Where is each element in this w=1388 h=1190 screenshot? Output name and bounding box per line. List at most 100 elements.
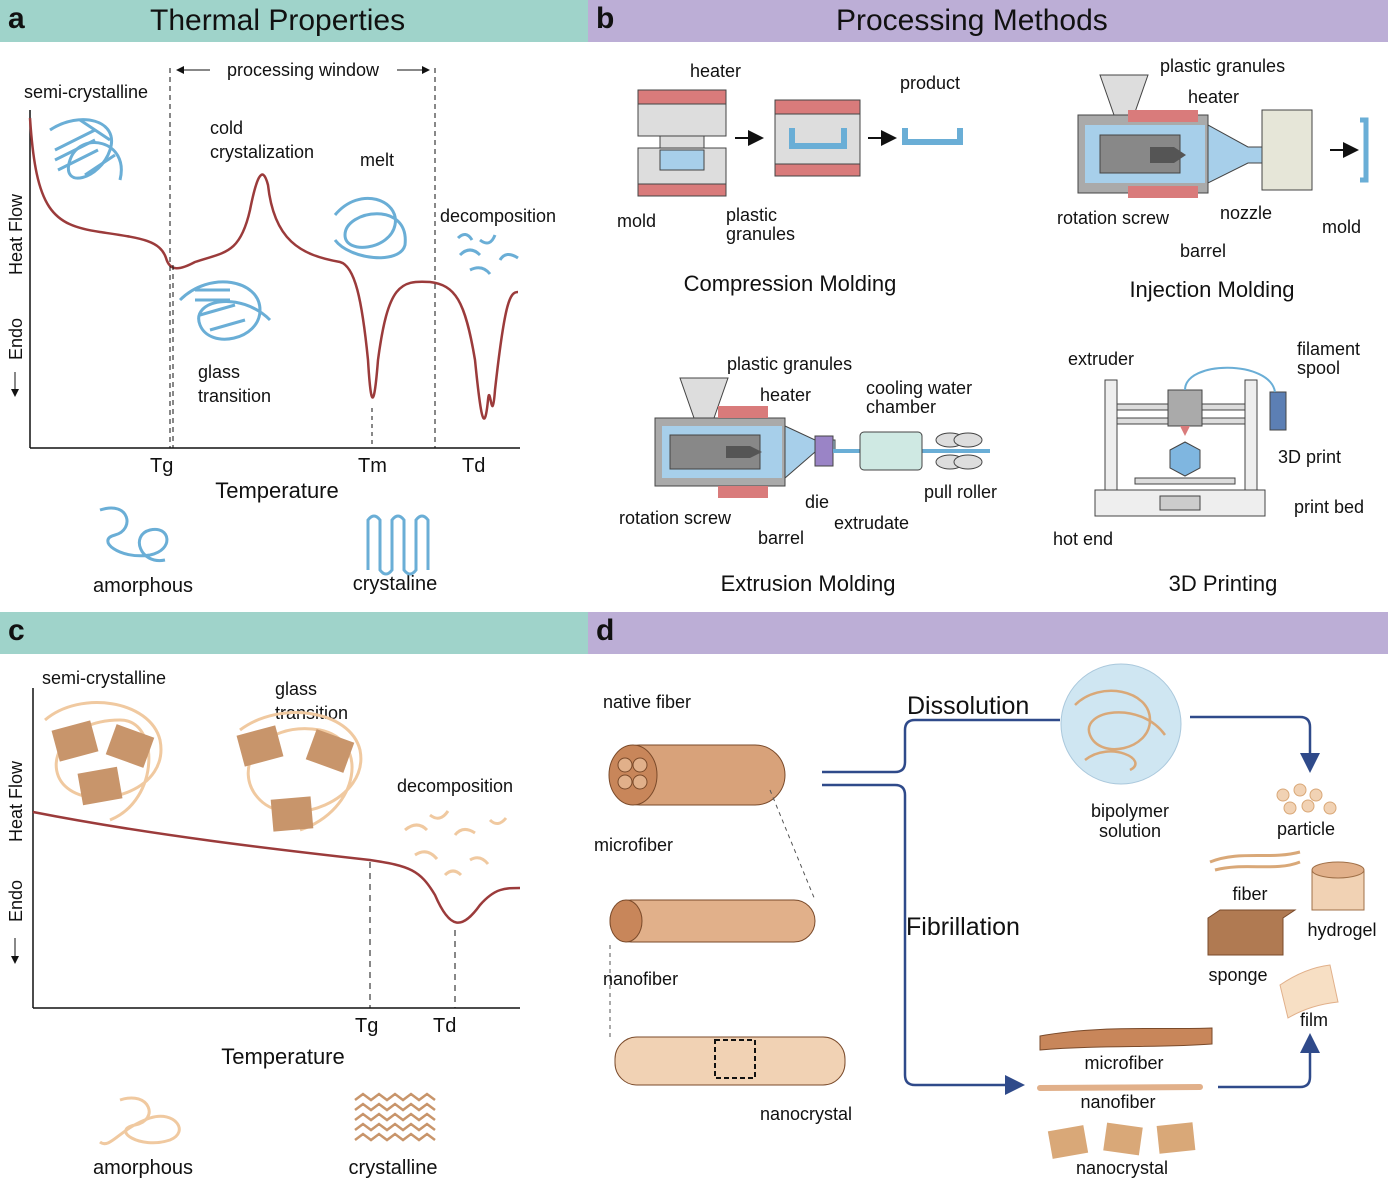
a-amorphous-icon bbox=[99, 506, 169, 562]
inj-granules: plastic granules bbox=[1160, 56, 1285, 76]
panel-a-letter: a bbox=[8, 2, 25, 35]
ext-extrudate: extrudate bbox=[834, 513, 909, 533]
comp-heater: heater bbox=[690, 61, 741, 81]
c-decomposition-icon bbox=[404, 810, 508, 877]
print-spool-1: filament bbox=[1297, 339, 1360, 359]
solution-icon bbox=[1060, 663, 1182, 785]
out-nanofiber-icon bbox=[1037, 1084, 1203, 1091]
ext-cooling-1: cooling water bbox=[866, 378, 972, 398]
a-tick-tg: Tg bbox=[150, 455, 173, 477]
d-nano: nanofiber bbox=[603, 969, 678, 989]
inj-nozzle: nozzle bbox=[1220, 203, 1272, 223]
ext-cooling-2: chamber bbox=[866, 397, 936, 417]
a-legend-amorphous: amorphous bbox=[93, 575, 193, 597]
a-label-glass-1: glass bbox=[198, 362, 240, 382]
a-ylabel-endo: Endo bbox=[6, 318, 26, 360]
d-out-nano: nanofiber bbox=[1080, 1092, 1155, 1112]
film-icon bbox=[1279, 964, 1339, 1019]
native-fiber-icon bbox=[608, 744, 786, 806]
d-solution-arrow bbox=[1190, 715, 1320, 773]
c-label-glass-1: glass bbox=[275, 679, 317, 699]
a-processing-window: processing window bbox=[227, 60, 380, 80]
d-fiber-arrow bbox=[1218, 1033, 1320, 1089]
panel-a-header: a Thermal Properties bbox=[0, 0, 588, 42]
a-heat-flow-curve bbox=[28, 117, 519, 420]
panel-a: processing window semi-crystalline cold … bbox=[6, 60, 556, 597]
panel-b-title: Processing Methods bbox=[836, 4, 1108, 37]
panel-a-title: Thermal Properties bbox=[150, 4, 406, 37]
panel-b-letter: b bbox=[596, 2, 615, 35]
a-ylabel-heat: Heat Flow bbox=[6, 193, 26, 275]
c-label-semi: semi-crystalline bbox=[42, 668, 166, 688]
inj-barrel: barrel bbox=[1180, 241, 1226, 261]
d-out-crystal: nanocrystal bbox=[1076, 1158, 1168, 1178]
fiber-product-icon bbox=[1209, 850, 1301, 872]
out-microfiber-icon bbox=[1039, 1027, 1213, 1051]
inj-mold: mold bbox=[1322, 217, 1361, 237]
d-micro: microfiber bbox=[594, 835, 673, 855]
printer-illustration bbox=[1094, 366, 1287, 517]
a-melt-icon bbox=[333, 196, 407, 260]
ext-screw: rotation screw bbox=[619, 508, 732, 528]
a-legend-crystaline: crystaline bbox=[353, 573, 437, 595]
comp-product: product bbox=[900, 73, 960, 93]
d-dissolution-arrow bbox=[822, 718, 1060, 774]
panel-c: semi-crystalline glass transition decomp… bbox=[6, 668, 521, 1179]
comp-granules-1: plastic bbox=[726, 205, 777, 225]
c-heat-flow-curve bbox=[32, 810, 521, 924]
extrusion-illustration bbox=[654, 377, 990, 498]
c-crystalline-icon bbox=[354, 1092, 436, 1142]
a-xlabel: Temperature bbox=[215, 478, 339, 503]
a-crystaline-icon bbox=[366, 514, 430, 576]
panel-d-header: d bbox=[588, 612, 1388, 654]
a-label-semi: semi-crystalline bbox=[24, 82, 148, 102]
c-ylabel-heat: Heat Flow bbox=[6, 760, 26, 842]
d-dissolution: Dissolution bbox=[907, 692, 1029, 720]
ext-heater: heater bbox=[760, 385, 811, 405]
d-solution-2: solution bbox=[1099, 821, 1161, 841]
d-native: native fiber bbox=[603, 692, 691, 712]
ext-barrel: barrel bbox=[758, 528, 804, 548]
ext-title: Extrusion Molding bbox=[721, 571, 896, 596]
d-nanocrystal: nanocrystal bbox=[760, 1104, 852, 1124]
c-tick-td: Td bbox=[433, 1015, 456, 1037]
inj-heater: heater bbox=[1188, 87, 1239, 107]
print-3dprint: 3D print bbox=[1278, 447, 1341, 467]
a-label-cold-1: cold bbox=[210, 118, 243, 138]
d-solution-1: bipolymer bbox=[1091, 801, 1169, 821]
out-nanocrystal-icon bbox=[1047, 1122, 1196, 1159]
ext-granules: plastic granules bbox=[727, 354, 852, 374]
a-label-cold-2: crystalization bbox=[210, 142, 314, 162]
a-label-glass-2: transition bbox=[198, 386, 271, 406]
d-fibrillation-arrow bbox=[822, 783, 1025, 1095]
d-fiber: fiber bbox=[1232, 884, 1267, 904]
panel-c-header: c bbox=[0, 612, 588, 654]
c-label-decomp: decomposition bbox=[397, 776, 513, 796]
print-bed: print bed bbox=[1294, 497, 1364, 517]
d-film: film bbox=[1300, 1010, 1328, 1030]
injection-illustration bbox=[1077, 74, 1369, 198]
c-ylabel-endo: Endo bbox=[6, 880, 26, 922]
d-sponge: sponge bbox=[1208, 965, 1267, 985]
panel-d: native fiber microfiber nanofiber nanocr… bbox=[594, 663, 1377, 1178]
sponge-icon bbox=[1207, 909, 1297, 956]
particle-icon bbox=[1276, 783, 1337, 815]
panel-d-letter: d bbox=[596, 614, 615, 647]
comp-mold: mold bbox=[617, 211, 656, 231]
d-zoom-line-2 bbox=[769, 789, 816, 901]
a-glass-transition-icon bbox=[178, 280, 272, 341]
hydrogel-icon bbox=[1311, 861, 1365, 911]
c-amorphous-icon bbox=[99, 1096, 181, 1146]
comp-granules-2: granules bbox=[726, 224, 795, 244]
nanofiber-icon bbox=[614, 1036, 846, 1086]
d-out-micro: microfiber bbox=[1084, 1053, 1163, 1073]
comp-title: Compression Molding bbox=[684, 271, 897, 296]
microfiber-icon bbox=[609, 899, 816, 943]
a-semi-crystalline-icon bbox=[49, 118, 123, 181]
ext-die: die bbox=[805, 492, 829, 512]
inj-screw: rotation screw bbox=[1057, 208, 1170, 228]
ext-roller: pull roller bbox=[924, 482, 997, 502]
c-tick-tg: Tg bbox=[355, 1015, 378, 1037]
d-particle: particle bbox=[1277, 819, 1335, 839]
